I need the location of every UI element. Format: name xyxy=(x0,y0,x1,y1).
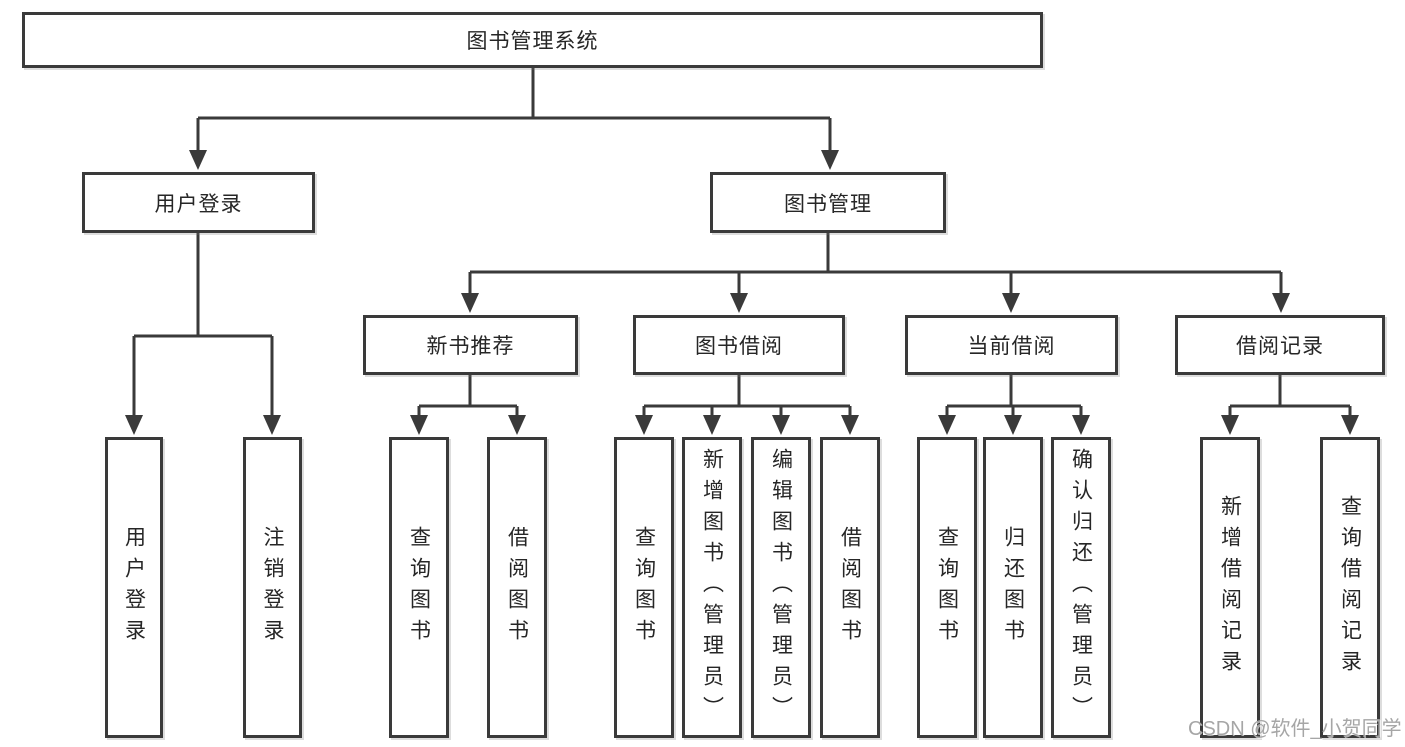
arrowhead xyxy=(1004,415,1022,435)
arrowhead xyxy=(125,415,143,435)
node-label: 图书管理 xyxy=(784,192,872,216)
node-label: 当前借阅 xyxy=(967,335,1056,358)
leaf-query-books-recommend: 查询图书 xyxy=(389,437,449,738)
node-label: 借阅记录 xyxy=(1236,335,1324,358)
leaf-confirm-return-admin: 确认归还（管理员） xyxy=(1051,437,1111,738)
node-user-login: 用户登录 xyxy=(82,172,315,233)
connector-book-mgmt-to-level3 xyxy=(468,233,1283,295)
node-new-book-recommend: 新书推荐 xyxy=(363,315,578,375)
arrowhead xyxy=(938,415,956,435)
arrowhead xyxy=(263,415,281,435)
leaf-borrow-books: 借阅图书 xyxy=(820,437,880,738)
arrowhead xyxy=(508,415,526,435)
connector-book-borrow-to-leaves xyxy=(642,375,852,417)
leaf-query-books-borrow: 查询图书 xyxy=(614,437,674,738)
node-root-library-system: 图书管理系统 xyxy=(22,12,1043,68)
arrowhead xyxy=(772,415,790,435)
connector-user-login-to-leaves xyxy=(132,233,274,417)
connector-borrow-records-to-leaves xyxy=(1228,375,1352,417)
node-label: 图书借阅 xyxy=(695,335,783,358)
arrowhead xyxy=(635,415,653,435)
leaf-return-books: 归还图书 xyxy=(983,437,1043,738)
leaf-label: 查询图书 xyxy=(935,525,959,650)
arrowhead xyxy=(1272,293,1290,313)
connector-strokes xyxy=(132,68,1352,417)
leaf-label: 新增借阅记录 xyxy=(1218,494,1242,681)
arrowhead xyxy=(1221,415,1239,435)
leaf-logout: 注销登录 xyxy=(243,437,302,738)
leaf-label: 确认归还（管理员） xyxy=(1069,448,1093,727)
arrowhead xyxy=(189,150,207,170)
leaf-label: 注销登录 xyxy=(261,525,284,650)
leaf-label: 新增图书（管理员） xyxy=(700,448,724,727)
node-label: 新书推荐 xyxy=(426,335,515,358)
leaf-label: 查询图书 xyxy=(407,525,431,650)
arrowhead xyxy=(1072,415,1090,435)
leaf-borrow-books-recommend: 借阅图书 xyxy=(487,437,547,738)
connector-root-to-level2 xyxy=(196,68,832,152)
arrowhead xyxy=(1341,415,1359,435)
node-label: 图书管理系统 xyxy=(466,30,599,53)
arrowhead xyxy=(703,415,721,435)
leaf-label: 编辑图书（管理员） xyxy=(769,448,793,727)
node-book-borrow: 图书借阅 xyxy=(633,315,845,375)
arrowheads xyxy=(125,150,1359,435)
node-label: 用户登录 xyxy=(154,192,243,216)
leaf-label: 借阅图书 xyxy=(505,525,529,650)
leaf-user-login: 用户登录 xyxy=(105,437,163,738)
arrowhead xyxy=(841,415,859,435)
leaf-query-borrow-record: 查询借阅记录 xyxy=(1320,437,1380,738)
leaf-label: 用户登录 xyxy=(122,525,146,650)
arrowhead xyxy=(730,293,748,313)
leaf-label: 借阅图书 xyxy=(838,525,862,650)
connector-current-borrow-to-leaves xyxy=(945,375,1083,417)
leaf-add-borrow-record: 新增借阅记录 xyxy=(1200,437,1260,738)
csdn-watermark: CSDN @软件_小贺同学 xyxy=(1188,718,1402,740)
leaf-query-books-current: 查询图书 xyxy=(917,437,977,738)
node-current-borrow: 当前借阅 xyxy=(905,315,1118,375)
leaf-edit-books-admin: 编辑图书（管理员） xyxy=(751,437,811,738)
arrowhead xyxy=(461,293,479,313)
leaf-label: 归还图书 xyxy=(1001,525,1025,650)
leaf-label: 查询借阅记录 xyxy=(1338,494,1362,681)
leaf-add-books-admin: 新增图书（管理员） xyxy=(682,437,742,738)
node-borrow-records: 借阅记录 xyxy=(1175,315,1385,375)
arrowhead xyxy=(410,415,428,435)
arrowhead xyxy=(821,150,839,170)
node-book-management: 图书管理 xyxy=(710,172,946,233)
leaf-label: 查询图书 xyxy=(632,525,656,650)
arrowhead xyxy=(1002,293,1020,313)
connector-new-book-recommend-to-leaves xyxy=(417,375,519,417)
